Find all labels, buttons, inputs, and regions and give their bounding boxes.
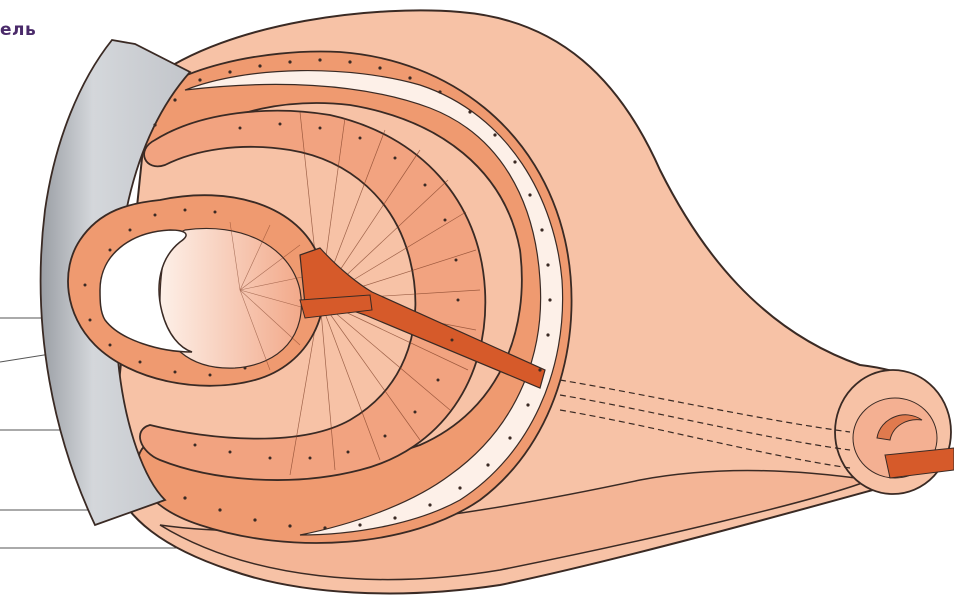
eye-development-diagram xyxy=(0,0,954,601)
